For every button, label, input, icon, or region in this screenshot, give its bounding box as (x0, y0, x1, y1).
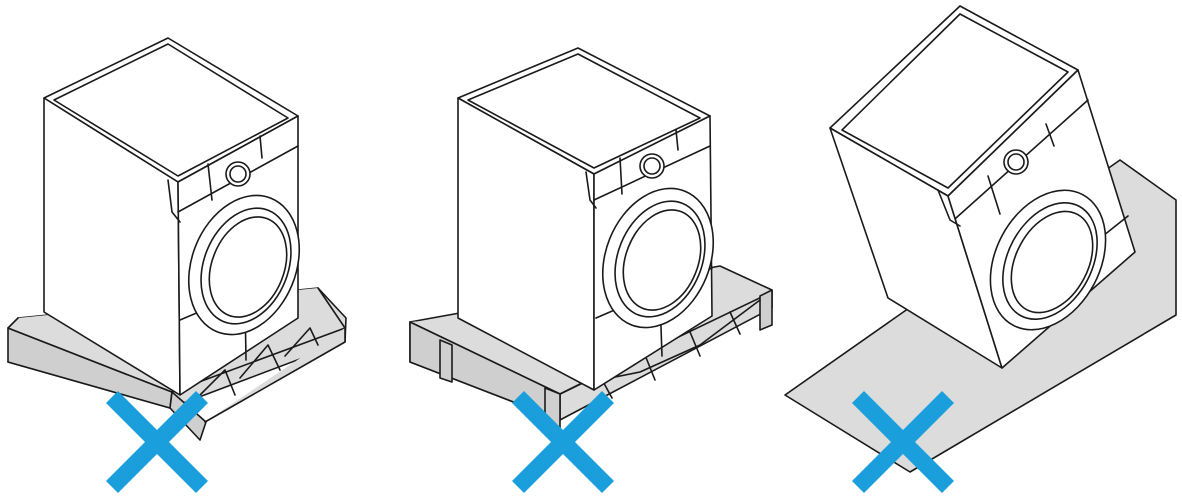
washing-machine-icon (457, 47, 715, 391)
panel-inclined-surface (784, 5, 1177, 494)
cross-icon (105, 390, 209, 494)
cross-icon (851, 390, 955, 494)
panel-pallet-base (409, 47, 773, 494)
washing-machine-icon (43, 37, 301, 396)
washing-machine-icon (829, 5, 1136, 369)
panel-uneven-support (7, 37, 347, 494)
cross-icon (511, 390, 615, 494)
